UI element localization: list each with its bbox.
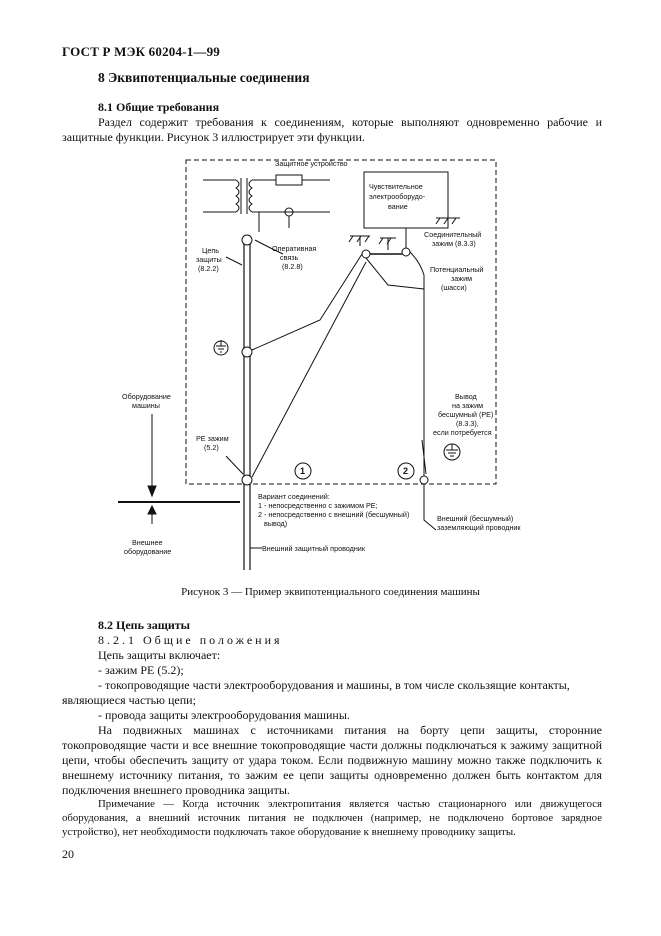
label-op-1: Оперативная bbox=[272, 244, 316, 253]
label-ext-quiet-1: Внешний (бесшумный) bbox=[437, 514, 513, 523]
paragraph-mobile-text: На подвижных машинах с источниками питан… bbox=[62, 723, 602, 797]
protective-conductor bbox=[243, 240, 251, 570]
external-quiet-conductor bbox=[423, 484, 437, 531]
transformer-primary-coil bbox=[235, 179, 240, 213]
label-out-5: если потребуется bbox=[433, 428, 492, 437]
marker-2-circle bbox=[397, 462, 415, 480]
label-ext-2: оборудование bbox=[124, 547, 171, 556]
chassis-node bbox=[361, 249, 371, 259]
output-label-leader bbox=[421, 439, 427, 475]
label-sensitive-3: вание bbox=[388, 202, 408, 211]
page-number: 20 bbox=[62, 847, 74, 861]
label-machine-1: Оборудование bbox=[122, 392, 171, 401]
list-item-2-line-1: - токопроводящие части электрооборудован… bbox=[98, 678, 570, 692]
pc-label-leader bbox=[225, 256, 243, 266]
ground-hatch-right bbox=[435, 217, 457, 225]
label-op-3: (8.2.8) bbox=[282, 262, 303, 271]
external-arrow-head bbox=[147, 504, 157, 515]
pc-node-top bbox=[241, 234, 253, 246]
label-pc-3: (8.2.2) bbox=[198, 264, 219, 273]
label-pc-2: защиты bbox=[196, 255, 222, 264]
connecting-terminal-node bbox=[401, 247, 411, 257]
label-variant-3: 2 - непосредственно с внешний (бесшумный… bbox=[258, 510, 409, 519]
label-pot-2: зажим bbox=[451, 274, 472, 283]
label-variant-1: Вариант соединений: bbox=[258, 492, 330, 501]
subsection-8-2-title: 8.2 Цепь защиты bbox=[98, 618, 191, 632]
potential-terminal-leader bbox=[365, 257, 425, 290]
label-variant-2: 1 - непосредственно с зажимом PE; bbox=[258, 501, 378, 510]
machine-enclosure bbox=[185, 159, 497, 485]
subsection-8-2-1-title: 8.2.1 Общие положения bbox=[98, 633, 283, 647]
branch-mid-chassis bbox=[251, 253, 363, 351]
label-variant-4: вывод) bbox=[264, 519, 287, 528]
branch-variant-1 bbox=[251, 261, 367, 478]
earth-symbol-bars bbox=[216, 340, 226, 353]
label-pc-1: Цепь bbox=[202, 246, 219, 255]
transformer-core bbox=[240, 178, 248, 214]
label-ext-pe: Внешний защитный проводник bbox=[262, 544, 366, 553]
ground-hatch-chassis2 bbox=[378, 237, 392, 245]
line-includes: Цепь защиты включает: bbox=[98, 648, 221, 662]
quiet-terminal-node bbox=[419, 475, 429, 485]
marker-2-label: 2 bbox=[403, 466, 408, 476]
list-item-2-line-2: являющиеся частью цепи; bbox=[62, 693, 196, 707]
marker-1-label: 1 bbox=[300, 466, 305, 476]
figure-caption: Рисунок 3 — Пример эквипотенциального со… bbox=[181, 586, 480, 598]
fuse-symbol bbox=[275, 174, 303, 186]
paragraph-8-1: Раздел содержит требования к соединениям… bbox=[62, 115, 602, 145]
label-conn-2: зажим (8.3.3) bbox=[432, 239, 476, 248]
wire-to-quiet-terminal bbox=[409, 251, 425, 476]
label-out-4: (8.3.3), bbox=[456, 419, 479, 428]
label-machine-2: машины bbox=[132, 401, 160, 410]
label-pe-2: (5.2) bbox=[204, 443, 219, 452]
pe-terminal-node bbox=[241, 474, 253, 486]
paragraph-8-1-text: Раздел содержит требования к соединениям… bbox=[62, 115, 602, 144]
document-header: ГОСТ Р МЭК 60204-1—99 bbox=[62, 44, 221, 59]
label-pe-1: PE зажим bbox=[196, 434, 229, 443]
list-item-1: - зажим PE (5.2); bbox=[98, 663, 184, 677]
transformer-secondary-leads bbox=[252, 179, 330, 213]
label-op-2: связь bbox=[280, 253, 299, 262]
quiet-earth-bars bbox=[446, 444, 458, 457]
operational-link-wire bbox=[254, 216, 290, 255]
section-title: 8 Эквипотенциальные соединения bbox=[98, 70, 310, 85]
marker-1-circle bbox=[294, 462, 312, 480]
ground-symbol-right bbox=[436, 208, 460, 219]
label-protective-device: Защитное устройство bbox=[275, 159, 348, 168]
ground-hatch-left-chassis bbox=[348, 235, 370, 243]
machine-arrow-head bbox=[147, 485, 157, 498]
paragraph-mobile: На подвижных машинах с источниками питан… bbox=[62, 723, 602, 798]
label-out-1: Вывод bbox=[455, 392, 478, 401]
pe-label-leader bbox=[225, 455, 244, 475]
pc-node-mid bbox=[241, 346, 253, 358]
list-item-3: - провода защиты электрооборудования маш… bbox=[98, 708, 350, 722]
label-sensitive-1: Чувствительное bbox=[369, 182, 423, 191]
label-out-3: бесшумный (PE) bbox=[438, 410, 493, 419]
label-ext-quiet-2: заземляющий проводник bbox=[437, 523, 521, 532]
subsection-8-1-title: 8.1 Общие требования bbox=[98, 100, 220, 114]
label-pot-1: Потенциальный bbox=[430, 265, 483, 274]
label-conn-1: Соединительный bbox=[424, 230, 481, 239]
note: Примечание — Когда источник электропитан… bbox=[62, 798, 602, 838]
label-sensitive-2: электрооборудо- bbox=[369, 192, 426, 201]
label-ext-1: Внешнее bbox=[132, 538, 163, 547]
label-pot-3: (шасси) bbox=[441, 283, 467, 292]
label-out-2: на зажим bbox=[452, 401, 483, 410]
transformer-secondary-coil bbox=[248, 179, 253, 213]
transformer-primary-leads bbox=[203, 179, 236, 213]
